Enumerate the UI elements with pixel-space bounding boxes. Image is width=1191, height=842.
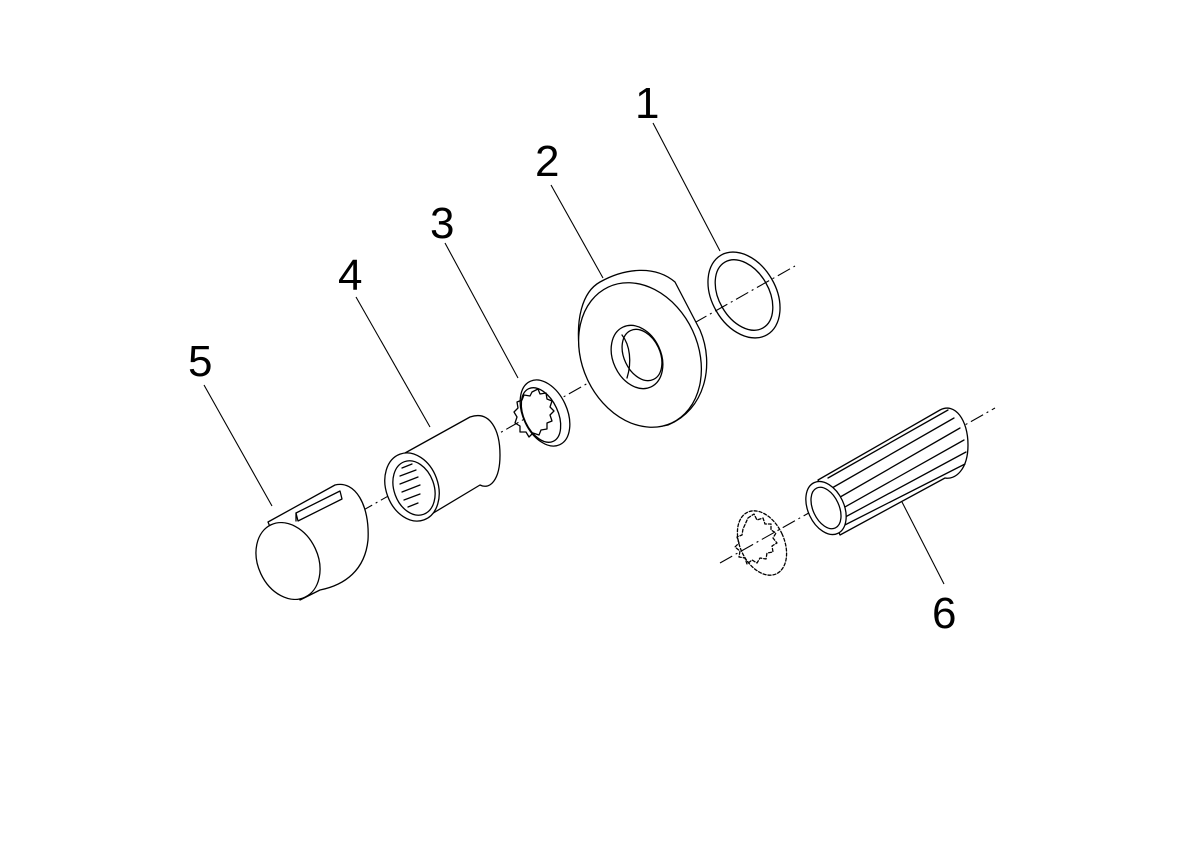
callout-3: 3 xyxy=(430,199,454,248)
leader-3 xyxy=(444,242,519,379)
callout-5: 5 xyxy=(188,337,212,386)
callout-2: 2 xyxy=(535,137,559,186)
leader-6 xyxy=(901,501,945,585)
part-3-spline-ring xyxy=(513,379,571,447)
callout-4: 4 xyxy=(338,251,362,300)
part-6-spindle xyxy=(805,407,969,536)
leader-1 xyxy=(652,122,721,252)
part-1-oring xyxy=(707,251,781,339)
leader-5 xyxy=(203,384,273,507)
part-5-knob xyxy=(255,483,369,601)
leader-4 xyxy=(355,296,431,428)
leader-2 xyxy=(550,184,604,279)
part-6-spline-washer xyxy=(734,510,788,576)
part-4-sleeve xyxy=(384,414,501,522)
callout-6: 6 xyxy=(932,589,956,638)
part-2-rosette xyxy=(577,269,708,428)
callout-1: 1 xyxy=(635,79,659,128)
